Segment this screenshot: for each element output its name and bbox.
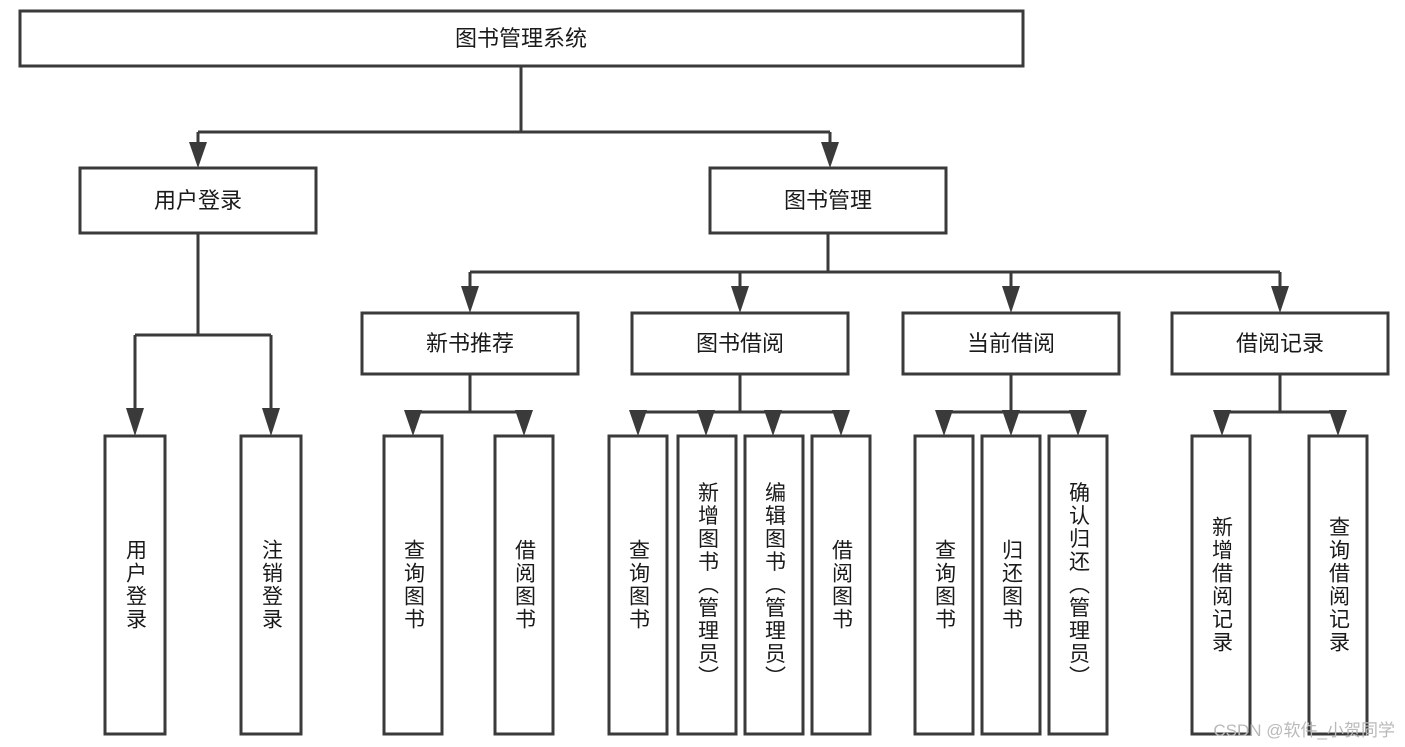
arrow-head-icon [629,410,647,436]
leaf-label: 新增借阅记录 [1210,516,1234,654]
arrow-head-icon [1213,410,1231,436]
leaf-box [239,434,303,736]
leaf-node[interactable]: 新增借阅记录 [1190,434,1252,736]
leaf-box [913,434,975,736]
leaf-box [743,434,805,736]
leaf-box [1047,434,1109,736]
leaf-label: 确认归还（管理员） [1067,482,1091,689]
arrow-head-icon [821,142,839,168]
node-root-label: 图书管理系统 [455,26,587,51]
leaf-label: 查询借阅记录 [1327,516,1351,654]
leaf-box [382,434,444,736]
arrow-head-icon [1271,286,1289,313]
connector-borrow-record-to-leaves [1213,374,1347,436]
arrow-head-icon [126,408,144,436]
leaf-node[interactable]: 查询图书 [913,434,975,736]
leaf-node[interactable]: 新增图书（管理员） [676,434,738,736]
node-book-management-label: 图书管理 [784,188,872,213]
leaf-label: 注销登录 [260,539,284,631]
leaf-box [103,434,167,736]
leaf-box [1190,434,1252,736]
node-new-book-recommend-box [360,311,580,376]
leaf-label: 查询图书 [933,539,957,631]
arrow-head-icon [515,410,533,436]
connector-book-management-to-level3 [461,233,1289,313]
leaf-box [810,434,872,736]
arrow-head-icon [1002,410,1020,436]
node-current-borrow[interactable]: 当前借阅 [901,311,1121,376]
node-new-book-recommend[interactable]: 新书推荐 [360,311,580,376]
leaf-label: 借阅图书 [830,539,854,631]
node-root[interactable]: 图书管理系统 [18,9,1025,68]
arrow-head-icon [1069,410,1087,436]
arrow-head-icon [461,286,479,313]
node-borrow-record-label: 借阅记录 [1236,331,1324,356]
node-new-book-recommend-label: 新书推荐 [426,331,514,356]
arrow-head-icon [832,410,850,436]
arrow-head-icon [697,410,715,436]
leaf-node[interactable]: 归还图书 [980,434,1042,736]
node-book-borrow[interactable]: 图书借阅 [630,311,850,376]
leaf-label: 借阅图书 [513,539,537,631]
leaf-label: 编辑图书（管理员） [763,482,787,689]
leaf-node[interactable]: 确认归还（管理员） [1047,434,1109,736]
connector-user-login-to-leaves [126,233,280,436]
arrow-head-icon [764,410,782,436]
leaf-box [607,434,669,736]
arrow-head-icon [935,410,953,436]
leaf-label: 用户登录 [124,539,148,631]
node-user-login-label: 用户登录 [154,188,242,213]
node-user-login[interactable]: 用户登录 [78,166,318,235]
node-current-borrow-label: 当前借阅 [967,331,1055,356]
arrow-head-icon [189,142,207,168]
leaf-node[interactable]: 借阅图书 [810,434,872,736]
leaf-node[interactable]: 查询借阅记录 [1307,434,1369,736]
leaf-label: 查询图书 [402,539,426,631]
connector-root-to-level2 [189,66,839,168]
leaf-node[interactable]: 注销登录 [239,434,303,736]
node-current-borrow-box [901,311,1121,376]
leaf-node[interactable]: 查询图书 [382,434,444,736]
leaf-node[interactable]: 用户登录 [103,434,167,736]
arrow-head-icon [1329,410,1347,436]
leaf-label: 归还图书 [1000,539,1024,631]
node-book-management[interactable]: 图书管理 [708,166,948,235]
node-root-box [18,9,1025,68]
leaf-node[interactable]: 借阅图书 [493,434,555,736]
leaf-label: 查询图书 [627,539,651,631]
arrow-head-icon [731,286,749,313]
leaf-label: 新增图书（管理员） [696,482,720,689]
node-book-borrow-label: 图书借阅 [696,331,784,356]
node-borrow-record[interactable]: 借阅记录 [1170,311,1390,376]
leaf-node[interactable]: 编辑图书（管理员） [743,434,805,736]
leaf-box [980,434,1042,736]
leaf-box [1307,434,1369,736]
connector-current-borrow-to-leaves [935,374,1087,436]
leaf-box [676,434,738,736]
leaf-node[interactable]: 查询图书 [607,434,669,736]
leaf-box [493,434,555,736]
node-user-login-box [78,166,318,235]
arrow-head-icon [262,408,280,436]
arrow-head-icon [404,410,422,436]
connector-new-book-recommend-to-leaves [404,374,533,436]
arrow-head-icon [1002,286,1020,313]
connector-book-borrow-to-leaves [629,374,850,436]
